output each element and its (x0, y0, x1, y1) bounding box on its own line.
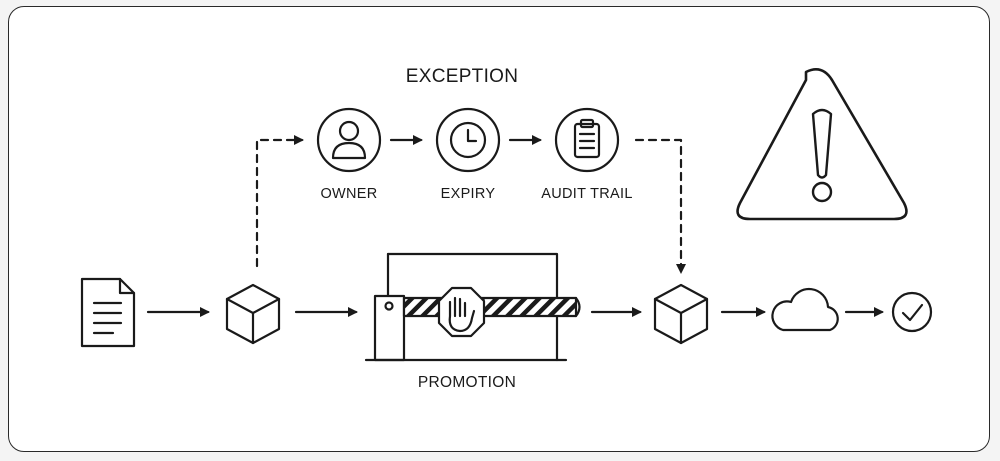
audit-trail-label: AUDIT TRAIL (541, 186, 633, 202)
owner-label: OWNER (320, 186, 378, 202)
exception-label: EXCEPTION (405, 66, 519, 87)
expiry-label: EXPIRY (440, 186, 496, 202)
cube-icon (653, 283, 709, 345)
document-icon (80, 277, 136, 348)
user-icon (331, 120, 367, 160)
warning-icon (736, 68, 908, 221)
expiry-node (435, 107, 501, 173)
promotion-label: PROMOTION (417, 374, 517, 391)
clipboard-icon (573, 118, 601, 159)
exception-return-arrow (634, 138, 686, 274)
cube-icon (225, 283, 281, 345)
exception-branch-arrow (255, 135, 304, 268)
check-circle-icon (891, 291, 933, 333)
cloud-icon (771, 287, 839, 332)
diagram-frame (8, 6, 990, 452)
clock-icon (449, 121, 487, 159)
stop-hand-icon (437, 286, 486, 338)
audit-trail-node (554, 107, 620, 173)
owner-node (316, 107, 382, 173)
